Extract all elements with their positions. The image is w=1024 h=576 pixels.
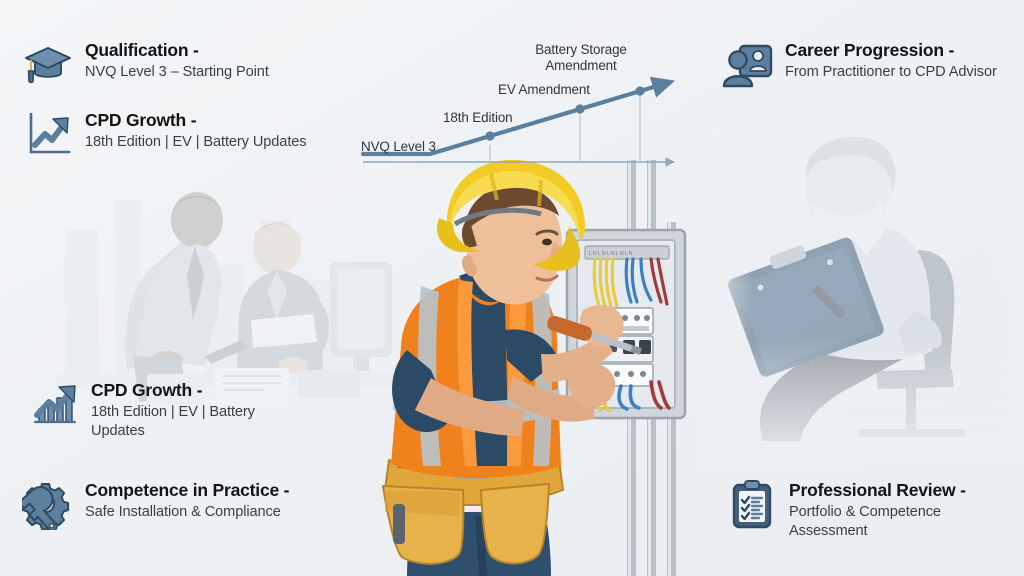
chart-label-18th-edition: 18th Edition [443,110,513,125]
info-text-qualification: Qualification - NVQ Level 3 – Starting P… [85,38,269,82]
info-subtitle-cpd-growth-bottom: 18th Edition | EV | Battery Updates [91,404,255,440]
info-block-professional-review: Professional Review - Portfolio & Compet… [726,478,999,542]
info-text-cpd-growth-top: CPD Growth - 18th Edition | EV | Battery… [85,108,307,152]
chart-point-battery-storage [635,86,645,96]
info-text-career-progression: Career Progression - From Practitioner t… [785,38,997,82]
chart-point-ev-amendment [575,104,585,114]
info-subtitle-cpd-growth-top: 18th Edition | EV | Battery Updates [85,134,307,150]
info-subtitle-qualification: NVQ Level 3 – Starting Point [85,64,269,80]
timeline-svg [360,76,676,167]
info-subtitle-competence: Safe Installation & Compliance [85,504,281,520]
chart-tick-guides [489,93,641,162]
info-block-qualification: Qualification - NVQ Level 3 – Starting P… [22,38,269,90]
chart-label-battery-storage: Battery Storage Amendment [535,42,627,74]
svg-text:L N L N L N L N L N: L N L N L N L N L N [589,251,633,257]
info-title-cpd-growth-top: CPD Growth - [85,110,197,130]
clipboard-checklist-icon [732,480,772,529]
chart-point-18th-edition [485,131,495,141]
info-subtitle-career-progression: From Practitioner to CPD Advisor [785,64,997,80]
cpd-timeline-chart: NVQ Level 3 18th Edition EV Amendment Ba… [355,38,685,173]
info-title-professional-review: Professional Review - [789,480,966,500]
info-block-cpd-growth-bottom: CPD Growth - 18th Edition | EV | Battery… [28,378,301,442]
info-title-qualification: Qualification - [85,40,199,60]
chart-data-points [485,86,645,141]
graduation-cap-icon [25,47,71,84]
info-text-professional-review: Professional Review - Portfolio & Compet… [789,478,999,542]
info-subtitle-professional-review: Portfolio & Competence Assessment [789,504,941,540]
chart-label-battery-storage-line2: Amendment [545,57,617,73]
line-chart-growth-icon [29,112,71,154]
info-text-cpd-growth-bottom: CPD Growth - 18th Edition | EV | Battery… [91,378,301,442]
person-id-card-icon [722,44,773,88]
info-block-career-progression: Career Progression - From Practitioner t… [722,38,997,90]
info-block-cpd-growth-top: CPD Growth - 18th Edition | EV | Battery… [22,108,307,160]
gear-wrench-icon [22,483,70,530]
chart-label-nvq-level-3: NVQ Level 3 [361,139,436,154]
electrician-scene: L N L N L N L N L N [381,160,687,576]
info-text-competence: Competence in Practice - Safe Installati… [85,478,289,522]
chart-label-battery-storage-line1: Battery Storage [535,42,627,57]
info-title-career-progression: Career Progression - [785,40,955,60]
assessor-scene [700,125,1024,470]
bar-chart-growth-icon [33,385,77,424]
info-title-competence: Competence in Practice - [85,480,290,500]
chart-label-ev-amendment: EV Amendment [498,82,590,97]
info-block-competence: Competence in Practice - Safe Installati… [22,478,289,530]
info-title-cpd-growth-bottom: CPD Growth - [91,380,203,400]
